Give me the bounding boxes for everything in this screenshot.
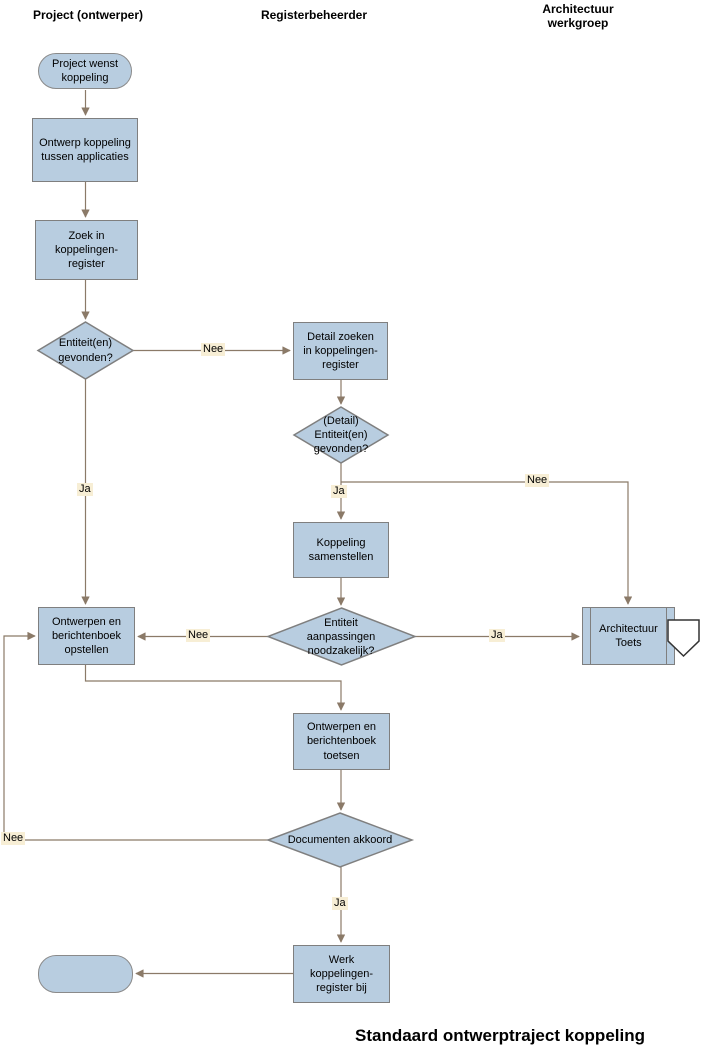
- connector-opstellen-to-toetsen: [84, 665, 346, 711]
- decision-detail-entiteit-gevonden-label: (Detail) Entiteit(en) gevonden?: [313, 414, 369, 456]
- decision-documenten-akkoord-shape: [265, 812, 415, 868]
- end-terminator: [38, 955, 133, 993]
- diagram-title: Standaard ontwerptraject koppeling: [355, 1026, 645, 1045]
- lane-header-registerbeheerder: Registerbeheerder: [260, 8, 368, 22]
- edge-label-nee-aanpassingen: Nee: [186, 629, 211, 643]
- lane-header-architectuur-werkgroep: Architectuur werkgroep: [542, 2, 614, 31]
- connector-nee-to-architectuur-toets-top: [341, 481, 633, 605]
- process-koppeling-samenstellen: Koppeling samenstellen: [293, 522, 389, 578]
- decision-entiteit-aanpassingen-label: Entiteit aanpassingen noodzakelijk?: [306, 616, 376, 658]
- edge-label-nee-detail-gevonden: Nee: [525, 474, 550, 488]
- decision-documenten-akkoord-label: Documenten akkoord: [287, 833, 393, 846]
- process-werk-register-bij: Werk koppelingen-register bij: [293, 945, 390, 1003]
- edge-label-ja-entiteit-gevonden: Ja: [77, 483, 93, 497]
- decision-detail-entiteit-gevonden-shape: [292, 406, 390, 464]
- process-ontwerp-koppeling: Ontwerp koppeling tussen applicaties: [32, 118, 138, 182]
- decision-entiteit-aanpassingen-shape: [265, 607, 418, 666]
- decision-entiteit-gevonden-shape: [36, 321, 135, 380]
- edge-label-ja-detail-gevonden: Ja: [331, 485, 347, 499]
- process-ontwerpen-toetsen: Ontwerpen en berichtenboek toetsen: [293, 713, 390, 770]
- predefined-architectuur-toets: Architectuur Toets: [582, 607, 675, 665]
- edge-label-nee-documenten: Nee: [1, 832, 26, 846]
- process-zoek-register: Zoek in koppelingen-register: [35, 220, 138, 280]
- edge-label-nee-entiteit-gevonden: Nee: [201, 343, 226, 357]
- edge-label-ja-documenten: Ja: [332, 897, 348, 911]
- architectuur-toets-label: Architectuur Toets: [599, 622, 658, 649]
- predefined-left-bar: [590, 607, 591, 665]
- edge-label-ja-aanpassingen: Ja: [489, 629, 505, 643]
- process-detail-zoeken: Detail zoeken in koppelingen-register: [293, 322, 388, 380]
- lane-header-project: Project (ontwerper): [32, 8, 143, 22]
- offpage-connector-icon: [667, 619, 700, 658]
- predefined-right-bar: [666, 607, 667, 665]
- process-ontwerpen-opstellen: Ontwerpen en berichtenboek opstellen: [38, 607, 135, 665]
- connector-nee-feedback-to-opstellen: [3, 631, 268, 841]
- start-terminator: Project wenst koppeling: [38, 53, 132, 89]
- decision-entiteit-gevonden-label: Entiteit(en) gevonden?: [58, 337, 113, 364]
